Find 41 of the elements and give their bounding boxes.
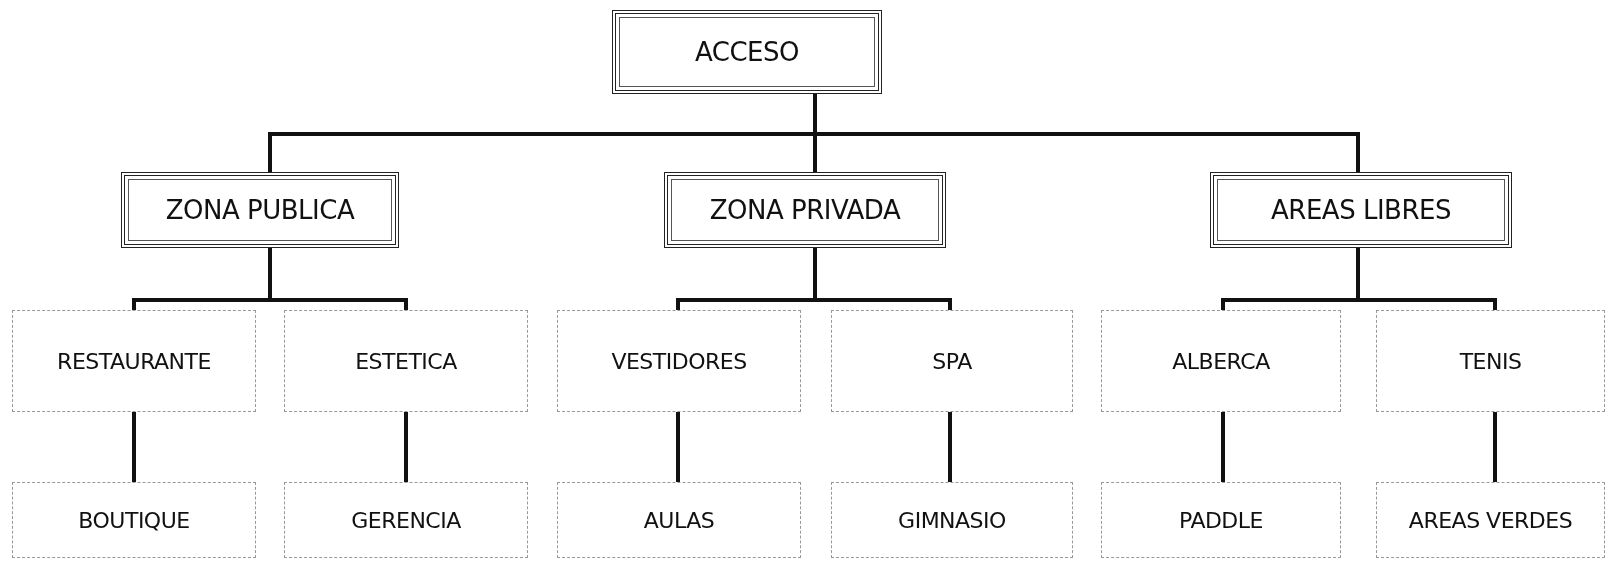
box-label: RESTAURANTE	[57, 348, 211, 374]
area-box	[1101, 310, 1341, 412]
area-box	[557, 310, 801, 412]
box-label: PADDLE	[1179, 507, 1263, 533]
category-box	[1210, 172, 1512, 248]
box-label: BOUTIQUE	[78, 507, 190, 533]
area-box	[831, 482, 1073, 558]
box-label: ZONA PRIVADA	[709, 195, 901, 225]
box-label: TENIS	[1459, 348, 1522, 374]
box-label: SPA	[932, 348, 972, 374]
area-box	[12, 482, 256, 558]
box-label: AREAS LIBRES	[1271, 195, 1451, 225]
area-box	[1376, 482, 1605, 558]
area-box	[284, 482, 528, 558]
box-label: ACCESO	[694, 37, 799, 67]
area-box	[284, 310, 528, 412]
connector-line	[1221, 412, 1225, 482]
box-label: AREAS VERDES	[1408, 507, 1573, 533]
area-box	[1376, 310, 1605, 412]
connector-line	[813, 248, 952, 310]
connector-line	[132, 412, 136, 482]
connector-line	[404, 412, 408, 482]
connector-line	[268, 248, 408, 310]
area-box	[831, 310, 1073, 412]
area-box	[1101, 482, 1341, 558]
box-label: AULAS	[643, 507, 715, 533]
connector-line	[1356, 248, 1497, 310]
connector-line	[1493, 412, 1497, 482]
connector-line	[676, 412, 680, 482]
connector-line	[948, 412, 952, 482]
area-box	[557, 482, 801, 558]
category-box	[664, 172, 946, 248]
box-label: ALBERCA	[1172, 348, 1270, 374]
box-label: ESTETICA	[355, 348, 457, 374]
box-label: VESTIDORES	[611, 348, 747, 374]
box-label: GERENCIA	[351, 507, 461, 533]
box-label: ZONA PUBLICA	[165, 195, 355, 225]
category-box	[612, 10, 882, 94]
category-box	[121, 172, 399, 248]
area-box	[12, 310, 256, 412]
box-label: GIMNASIO	[898, 507, 1006, 533]
